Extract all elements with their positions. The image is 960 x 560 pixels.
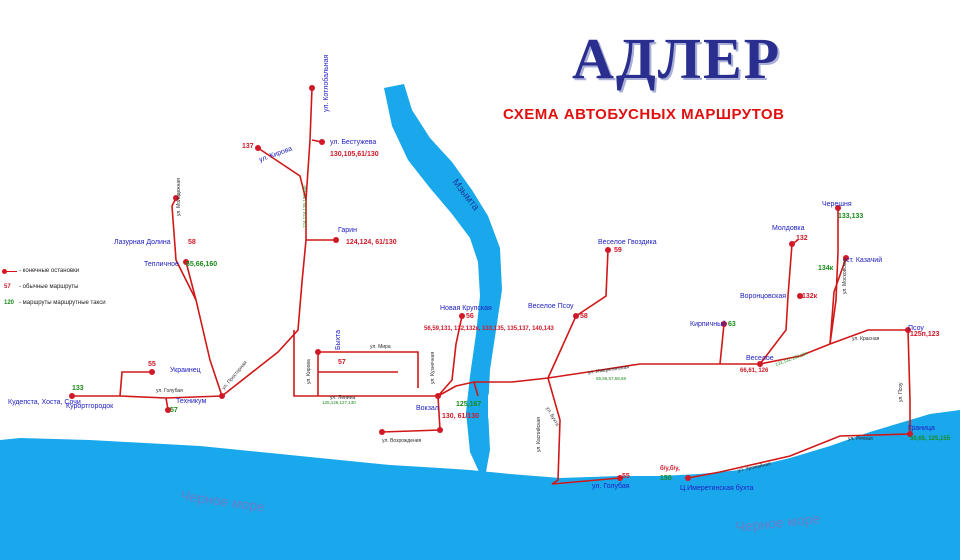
street-rechnaya: ул. Речная	[848, 436, 873, 442]
route-132k: 132к	[802, 293, 818, 300]
fine-label-4: 131,132,133,134	[775, 351, 809, 367]
route-55a: 55	[148, 361, 156, 368]
route-57a: 57	[170, 407, 178, 414]
place-rynok: Вокзал	[416, 405, 439, 412]
street-molodezh: ул. Молодежная	[176, 178, 182, 216]
place-aerohotel: Новая Крупская	[440, 305, 492, 312]
route-130top: 130,105,61/130	[330, 151, 379, 158]
place-veseloe: Веселое	[746, 355, 774, 362]
place-kirova: ул. Кирова	[258, 145, 293, 163]
route-line-icon	[7, 271, 17, 272]
legend-ordinary-text: - обычные маршруты	[19, 284, 79, 290]
place-bestuzhev: ул. Бестужева	[330, 139, 376, 146]
legend-terminal-text: - конечные остановки	[19, 268, 80, 274]
place-bytkha: Быхта	[335, 330, 342, 350]
fine-label-1: 124,124,135,137,140	[302, 185, 307, 228]
sea	[0, 410, 960, 560]
street-moskovskaya: ул. Московская	[842, 258, 848, 294]
legend-express-text: - маршруты маршрутные такси	[19, 300, 106, 306]
route-134: 134к	[818, 265, 834, 272]
route-center: 56,59,131, 132,132к, 133,135, 135,137, 1…	[424, 326, 554, 332]
street-golubaya: ул. Голубая	[156, 388, 183, 394]
place-tepleyskaya: Тепличное	[144, 261, 179, 268]
route-ves: 66,61, 126	[740, 368, 769, 374]
route-58b: 58	[580, 313, 588, 320]
place-granitsa: Граница	[908, 425, 935, 432]
route-125: 125,167	[456, 401, 481, 408]
place-kurortgorodok: Курортгородок	[66, 403, 114, 410]
street-psou: ул. Псоу	[898, 382, 904, 402]
place-garin: Гарин	[338, 227, 357, 234]
street-imeretin: ул. Имеретинская	[587, 364, 629, 376]
terminal-stop-icon	[2, 269, 7, 274]
route-psou: 50,65, 125,155	[910, 436, 951, 442]
place-gusevo: Веселое Псоу	[528, 303, 574, 310]
route-124: 124,124, 61/130	[346, 239, 397, 246]
legend-ordinary-num: 57	[4, 284, 11, 290]
stop-dots	[69, 85, 913, 481]
route-150: 150	[660, 475, 672, 482]
street-mira: ул. Мира	[370, 344, 391, 350]
route-bv: б/у,б/у,	[660, 465, 680, 472]
place-kirpichny: Кирпичный	[690, 320, 726, 328]
route-133: 133	[72, 385, 84, 392]
river-islet	[488, 394, 496, 420]
route-133r: 133,133	[838, 213, 863, 220]
route-lazur: 65,66,160	[186, 261, 217, 268]
route-125n: 125п,123	[910, 331, 940, 338]
place-imeretinka: Ц.Имеретинская бухта	[680, 484, 754, 492]
place-kotlobl: ул. Котлобальная	[322, 55, 330, 112]
place-lazurnaya: Лазурная Долина	[114, 239, 171, 246]
street-vozrozhd: ул. Возрождения	[382, 438, 422, 444]
place-moldovka: Молдовка	[772, 225, 805, 232]
route-56: 56	[466, 313, 474, 320]
route-55b: 55	[622, 473, 630, 480]
place-kaza: ст. Казачий	[846, 256, 882, 264]
page-title: АДЛЕР	[572, 26, 782, 91]
legend-express-num: 120	[4, 300, 15, 306]
place-veseloe-top: Веселое Гвоздика	[598, 239, 657, 246]
street-krasnaya: ул. Красная	[852, 336, 880, 342]
route-lines	[72, 87, 911, 485]
street-kuzneche: ул. Кузнечная	[430, 352, 436, 384]
route-59: 59	[614, 247, 622, 254]
place-ukrainets: Украинец	[170, 367, 201, 374]
page-subtitle: СХЕМА АВТОБУСНЫХ МАРШРУТОВ	[503, 106, 785, 123]
place-tekhnikum: Техникум	[176, 398, 206, 405]
route-57b: 57	[338, 359, 346, 366]
fine-label-2: 125,126,127,130	[322, 400, 356, 405]
place-glubokaya: ул. Голубая	[592, 482, 630, 490]
route-58a: 58	[188, 239, 196, 246]
place-chereshnya: Черешня	[822, 201, 852, 208]
fine-label-3: 55,56,57,58,59	[596, 376, 627, 381]
place-psou: Псоу	[908, 325, 924, 332]
route-137: 137	[242, 143, 254, 150]
place-kudepsta: Кудепста, Хоста, Сочи	[8, 399, 81, 406]
place-vorontsovka: Воронцовская	[740, 293, 786, 300]
route-130b: 130, 61/130	[442, 413, 479, 420]
street-kaspiyskaya: ул. Каспийская	[535, 417, 542, 452]
route-63: 63	[728, 321, 736, 328]
river-mzymta	[384, 84, 502, 474]
street-bukhta: ул. Бухта	[544, 406, 560, 428]
route-132: 132	[796, 235, 808, 242]
street-kirova: ул. Кирова	[306, 359, 312, 384]
street-lenina: ул. Ленина	[330, 395, 355, 401]
